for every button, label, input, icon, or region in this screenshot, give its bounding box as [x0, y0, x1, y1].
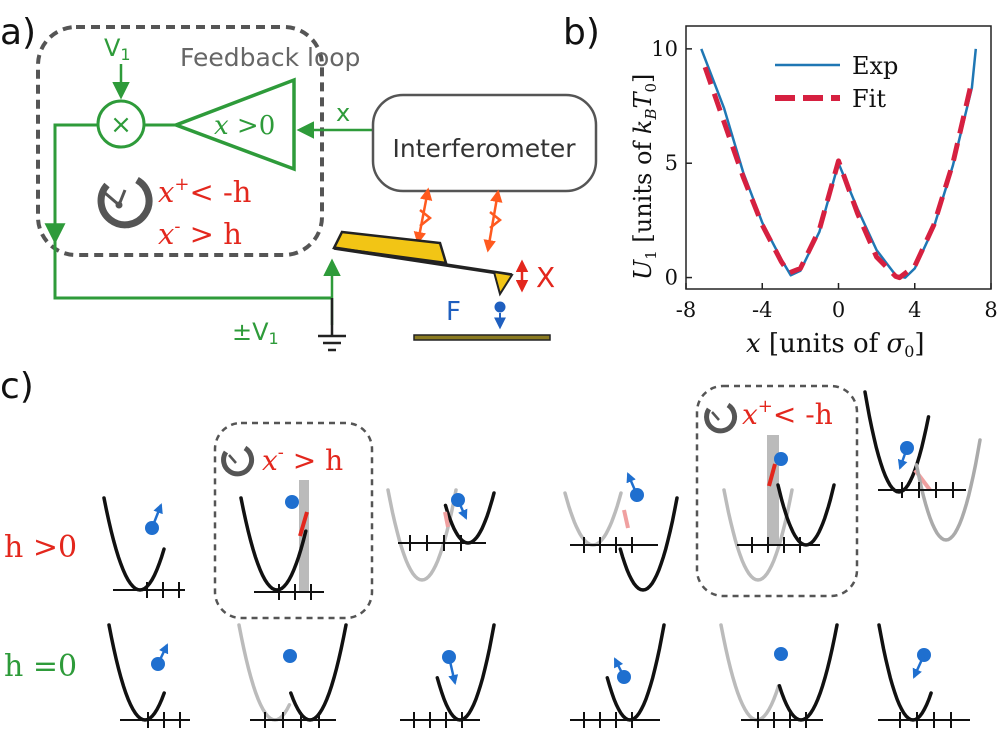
velocity-arrow [150, 503, 163, 529]
potential-curve [102, 496, 166, 592]
velocity-arrow [613, 657, 626, 678]
potential-curve [618, 496, 679, 592]
potential-curve [877, 623, 933, 722]
panel-a-label: a) [0, 12, 36, 53]
x-tick-label: -4 [752, 298, 772, 322]
laser-beam-1 [413, 187, 433, 245]
potential-curve [722, 488, 794, 582]
velocity-arrow [897, 447, 909, 470]
v1-label: V1 [104, 34, 131, 64]
barrier-segment [298, 511, 309, 537]
y-tick-label: 10 [651, 37, 678, 61]
y-tick-label: 0 [665, 266, 678, 290]
x-tick-label: 8 [984, 298, 997, 322]
panel-b: b) -8 -4 0 4 8 0 5 10 Exp Fit U1 [units of kBT0… [563, 12, 998, 361]
amplifier-condition: x >0 [214, 111, 275, 141]
condition-x-minus: x- > h [158, 216, 242, 251]
pm-v1-label: ±V1 [232, 318, 279, 348]
threshold-bar [767, 435, 779, 545]
x-tick-label: 0 [832, 298, 845, 322]
panel-c: c) h >0 h =0 x- > h x+< -h [0, 366, 982, 728]
x-motion-label: X [536, 261, 555, 294]
potential-curve [777, 623, 839, 722]
timer-icon [97, 176, 153, 229]
barrier-segment [622, 509, 630, 529]
row-label-h-positive: h >0 [4, 530, 77, 565]
y-tick-label: 5 [665, 151, 678, 175]
panel-a: a) Feedback loop V1 × x >0 x x+< -h x- >… [0, 12, 598, 352]
cantilever-tip [492, 270, 514, 297]
panel-b-label: b) [563, 12, 600, 53]
velocity-arrow [912, 654, 926, 679]
amplifier-triangle [171, 77, 296, 172]
x-signal-label: x [336, 99, 350, 127]
condition-box-2 [695, 384, 859, 598]
potential-curve [289, 623, 348, 722]
x-tick-label: -8 [676, 298, 696, 322]
barrier-segment [767, 463, 777, 487]
particle [774, 452, 788, 466]
x-tick-label: 4 [908, 298, 921, 322]
potential-curve [863, 390, 931, 494]
legend: Exp Fit [775, 52, 898, 113]
plot-series [700, 48, 978, 281]
legend-exp-label: Exp [852, 52, 898, 80]
potential-curve [776, 483, 836, 547]
y-axis-label: U1 [units of kBT0] [629, 74, 660, 280]
interferometer-label: Interferometer [392, 134, 576, 163]
potential-curve [435, 623, 496, 722]
particle [285, 495, 299, 509]
potential-curve [386, 488, 458, 582]
axis-ticks: -8 -4 0 4 8 0 5 10 [651, 37, 997, 322]
cantilever-base [332, 230, 448, 265]
potential-curve [563, 491, 623, 547]
row-label-h-zero: h =0 [4, 649, 77, 684]
tip-ball [494, 301, 506, 313]
feedback-loop-label: Feedback loop [180, 43, 360, 72]
potential-curve [719, 623, 781, 722]
substrate [413, 334, 551, 341]
x-axis-label: x [units of σ0] [746, 329, 925, 361]
condition-x-plus: x+< -h [158, 174, 251, 209]
series-fit [702, 66, 975, 281]
potential-curve [107, 623, 166, 722]
potential-curve [605, 623, 666, 722]
legend-fit-label: Fit [852, 85, 886, 113]
particle [774, 647, 788, 661]
barrier-segment [443, 511, 450, 528]
box1-condition: x- > h [262, 442, 343, 477]
laser-beam-2 [483, 189, 503, 253]
particle [283, 649, 297, 663]
velocity-arrow [156, 643, 169, 665]
panel-c-label: c) [0, 366, 34, 407]
velocity-arrow [456, 499, 468, 520]
timer-icon [704, 402, 738, 434]
velocity-arrow [626, 472, 639, 496]
box2-condition: x+< -h [742, 396, 833, 431]
potential-curve [914, 438, 982, 542]
potential-curve [239, 496, 308, 592]
multiplier-symbol: × [110, 110, 132, 140]
force-label: F [446, 297, 461, 327]
potential-diagrams [102, 390, 982, 728]
velocity-arrow [447, 656, 459, 685]
cantilever-beam [333, 246, 513, 277]
ground-icon [318, 298, 346, 352]
timer-icon [221, 445, 255, 477]
potential-curve [237, 623, 292, 722]
